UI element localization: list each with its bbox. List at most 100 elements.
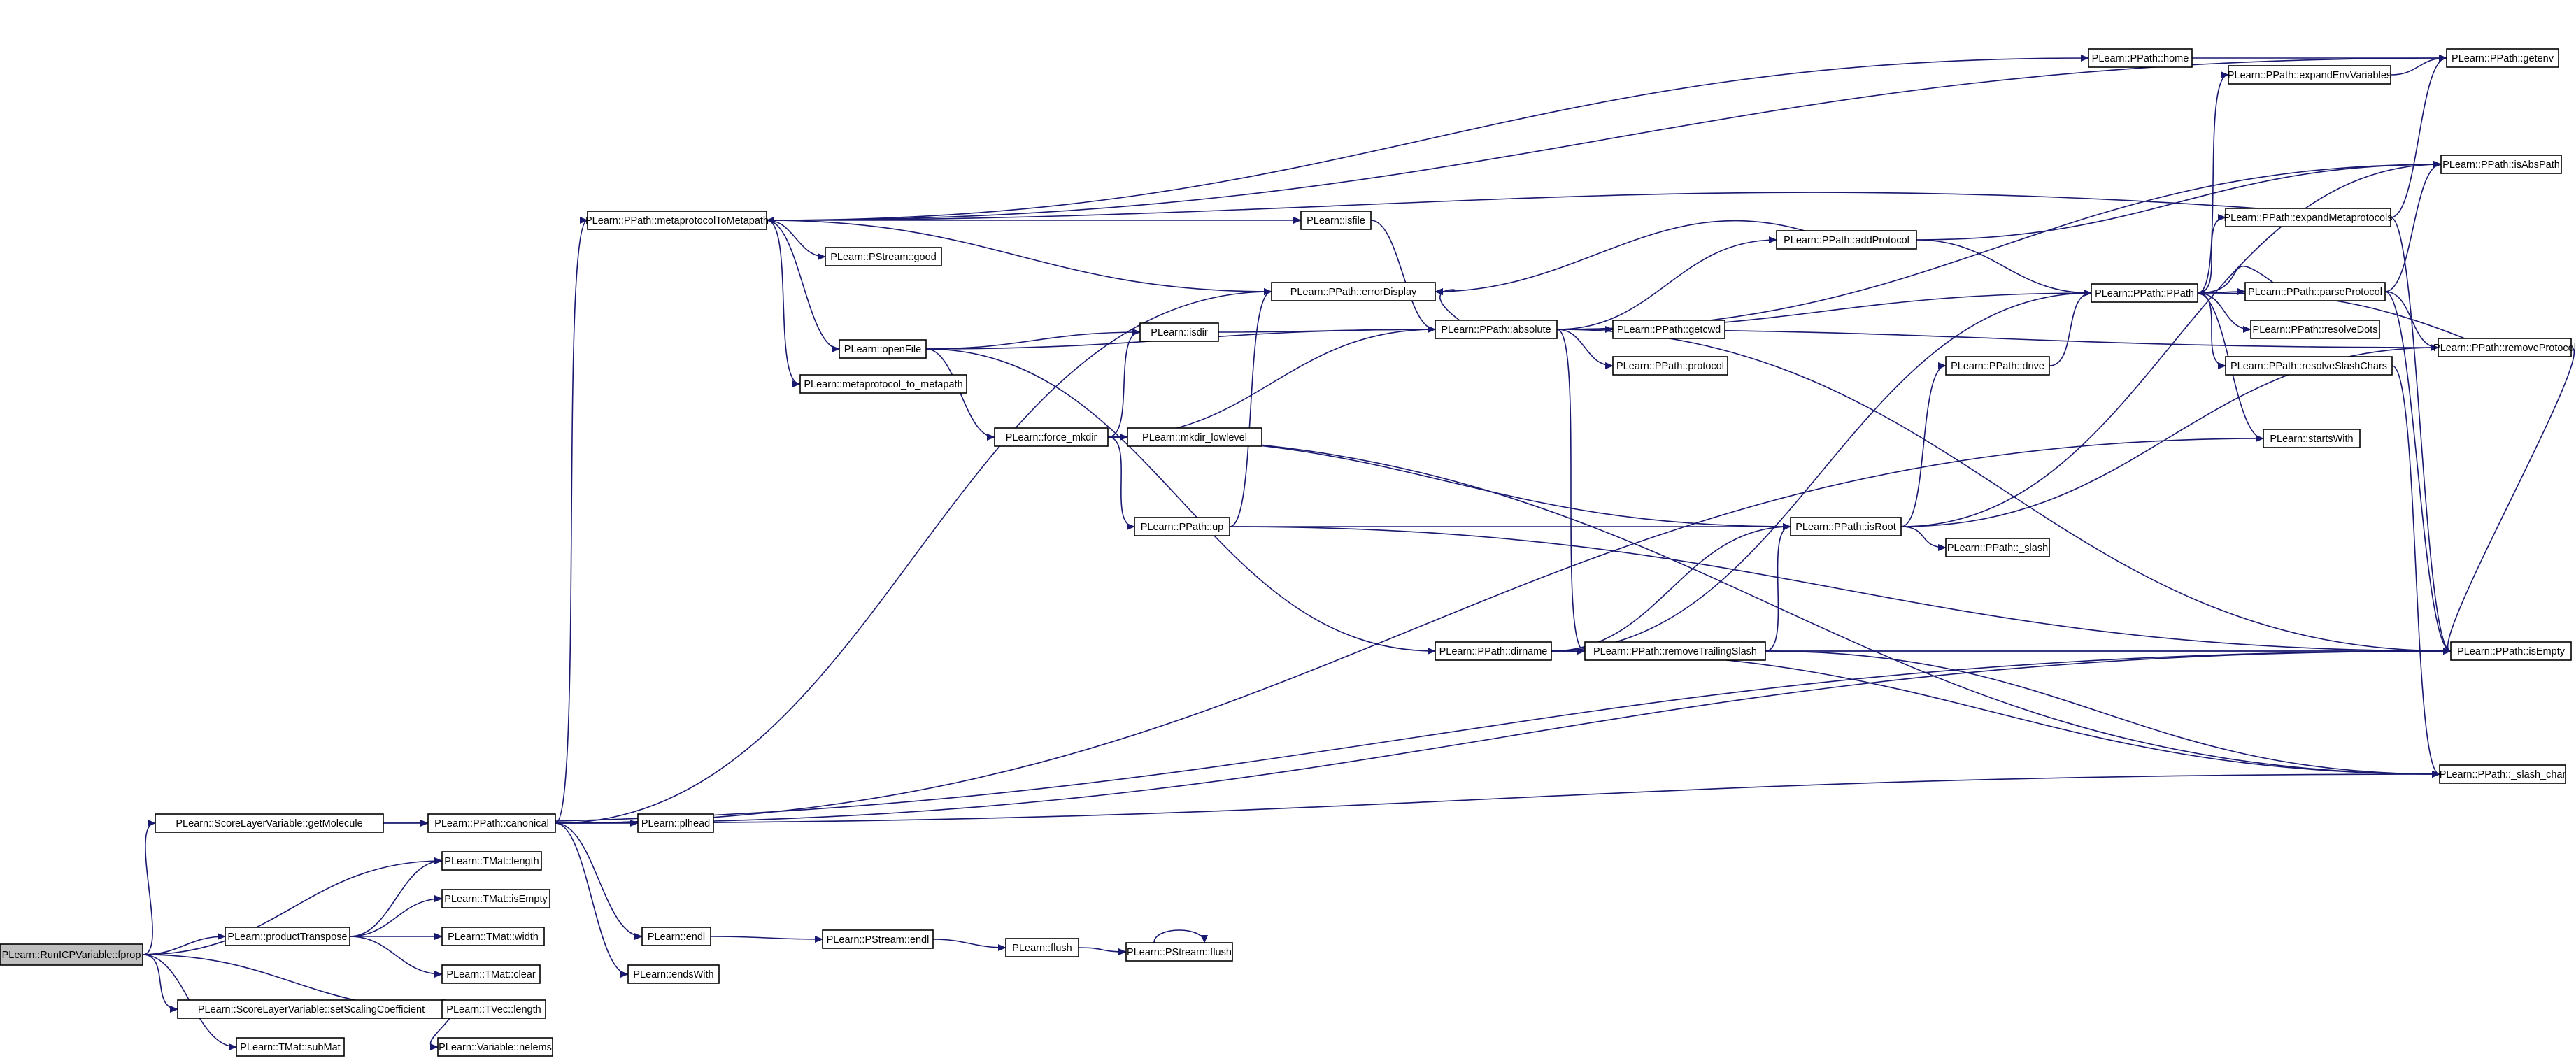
node-box bbox=[1134, 517, 1230, 536]
node-label: PLearn::PPath::addProtocol bbox=[1784, 235, 1909, 246]
node-label: PLearn::RunICPVariable::fprop bbox=[2, 950, 141, 961]
node-getMolecule[interactable]: PLearn::ScoreLayerVariable::getMolecule bbox=[155, 813, 384, 833]
node-box bbox=[637, 813, 714, 833]
edge-drive-to-ppath bbox=[2049, 290, 2092, 366]
edge-expandEnvVariables-to-getenv bbox=[2390, 55, 2447, 76]
edge-parseProtocol-to-ppath bbox=[2197, 265, 2274, 297]
node-home[interactable]: PLearn::PPath::home bbox=[2088, 48, 2193, 68]
node-label: PLearn::PPath::isEmpty bbox=[2457, 646, 2566, 657]
node-box bbox=[627, 964, 720, 984]
edge-canonical-to-endsWith bbox=[555, 822, 629, 978]
node-isRoot[interactable]: PLearn::PPath::isRoot bbox=[1790, 517, 1902, 536]
node-parseProtocol[interactable]: PLearn::PPath::parseProtocol bbox=[2244, 282, 2386, 301]
node-expandMetaprotocols[interactable]: PLearn::PPath::expandMetaprotocols bbox=[2223, 208, 2393, 227]
node-protocol[interactable]: PLearn::PPath::protocol bbox=[1612, 356, 1728, 376]
node-box bbox=[822, 929, 934, 949]
node-resolveDots[interactable]: PLearn::PPath::resolveDots bbox=[2250, 320, 2380, 339]
edge-canonical-to-metaprotocolToMetapath bbox=[555, 217, 588, 824]
edge-up-to-ppath_isEmpty bbox=[1229, 526, 2452, 655]
node-removeProtocol[interactable]: PLearn::PPath::removeProtocol bbox=[2433, 338, 2576, 357]
node-drive[interactable]: PLearn::PPath::drive bbox=[1945, 356, 2050, 376]
node-box bbox=[1584, 641, 1766, 661]
edge-fprop-to-getMolecule bbox=[142, 820, 156, 955]
node-setScalingCoefficient[interactable]: PLearn::ScoreLayerVariable::setScalingCo… bbox=[177, 999, 446, 1019]
node-label: PLearn::ScoreLayerVariable::setScalingCo… bbox=[198, 1004, 425, 1015]
node-box bbox=[2446, 48, 2559, 68]
node-box bbox=[1435, 641, 1552, 661]
node-tmat-isEmpty[interactable]: PLearn::TMat::isEmpty bbox=[441, 889, 550, 908]
node-pstream-good[interactable]: PLearn::PStream::good bbox=[825, 247, 942, 266]
node-metaprotocolToMetapath[interactable]: PLearn::PPath::metaprotocolToMetapath bbox=[585, 211, 769, 230]
node-box bbox=[1945, 356, 2050, 376]
node-addProtocol[interactable]: PLearn::PPath::addProtocol bbox=[1776, 230, 1917, 250]
node-ppath[interactable]: PLearn::PPath::PPath bbox=[2091, 283, 2198, 303]
node-box bbox=[225, 927, 350, 946]
node-getenv[interactable]: PLearn::PPath::getenv bbox=[2446, 48, 2559, 68]
node-label: PLearn::force_mkdir bbox=[1006, 432, 1097, 443]
node-label: PLearn::PPath::isAbsPath bbox=[2442, 159, 2560, 171]
node-endl[interactable]: PLearn::endl bbox=[641, 927, 711, 946]
node-flush[interactable]: PLearn::flush bbox=[1005, 938, 1079, 957]
node-label: PLearn::PPath::up bbox=[1141, 522, 1224, 533]
edge-openFile-to-isdir bbox=[925, 329, 1141, 350]
node-label: PLearn::PPath::expandMetaprotocols bbox=[2223, 213, 2392, 224]
edge-absolute-to-errorDisplay bbox=[1435, 287, 1460, 321]
node-isdir[interactable]: PLearn::isdir bbox=[1139, 322, 1219, 342]
node-mkdir-lowlevel[interactable]: PLearn::mkdir_lowlevel bbox=[1127, 427, 1262, 447]
node-productTranspose[interactable]: PLearn::productTranspose bbox=[225, 927, 350, 946]
node-endsWith[interactable]: PLearn::endsWith bbox=[627, 964, 720, 984]
edge-productTranspose-to-tmat_clear bbox=[349, 936, 443, 978]
node-label: PLearn::isdir bbox=[1151, 327, 1208, 338]
node-slash-char[interactable]: PLearn::PPath::_slash_char bbox=[2439, 764, 2566, 784]
node-box bbox=[1435, 320, 1558, 339]
node-box bbox=[1612, 320, 1725, 339]
node-subMat[interactable]: PLearn::TMat::subMat bbox=[236, 1037, 345, 1057]
node-label: PLearn::TMat::isEmpty bbox=[444, 894, 548, 905]
node-startsWith[interactable]: PLearn::startsWith bbox=[2263, 429, 2361, 448]
node-errorDisplay[interactable]: PLearn::PPath::errorDisplay bbox=[1271, 282, 1436, 301]
node-pstream-endl[interactable]: PLearn::PStream::endl bbox=[822, 929, 934, 949]
node-label: PLearn::PPath::PPath bbox=[2095, 288, 2194, 299]
node-tmat-length[interactable]: PLearn::TMat::length bbox=[441, 851, 542, 871]
node-resolveSlashChars[interactable]: PLearn::PPath::resolveSlashChars bbox=[2225, 356, 2393, 376]
node-up[interactable]: PLearn::PPath::up bbox=[1134, 517, 1230, 536]
edge-addProtocol-to-isAbsPath bbox=[1916, 161, 2442, 241]
node-dirname[interactable]: PLearn::PPath::dirname bbox=[1435, 641, 1552, 661]
node-force-mkdir[interactable]: PLearn::force_mkdir bbox=[994, 427, 1109, 447]
node-tmat-width[interactable]: PLearn::TMat::width bbox=[441, 927, 545, 946]
node-isfile[interactable]: PLearn::isfile bbox=[1300, 211, 1372, 230]
edge-pstream_flush-to-pstream_flush bbox=[1153, 929, 1208, 943]
edge-canonical-to-ppath_isEmpty bbox=[555, 648, 2452, 824]
node-tvec-length[interactable]: PLearn::TVec::length bbox=[441, 999, 546, 1019]
node-box bbox=[1005, 938, 1079, 957]
node-absolute[interactable]: PLearn::PPath::absolute bbox=[1435, 320, 1558, 339]
node-openFile[interactable]: PLearn::openFile bbox=[839, 339, 927, 359]
edge-metaprotocolToMetapath-to-home bbox=[766, 55, 2089, 221]
node-box bbox=[1945, 538, 2050, 557]
node-removeTrailingSlash[interactable]: PLearn::PPath::removeTrailingSlash bbox=[1584, 641, 1766, 661]
node-pstream-flush[interactable]: PLearn::PStream::flush bbox=[1125, 942, 1233, 962]
node-label: PLearn::productTranspose bbox=[227, 932, 347, 943]
node-box bbox=[587, 211, 767, 230]
node-tmat-clear[interactable]: PLearn::TMat::clear bbox=[441, 964, 541, 984]
node-box bbox=[427, 813, 556, 833]
node--slash[interactable]: PLearn::PPath::_slash bbox=[1945, 538, 2050, 557]
node-box bbox=[2091, 283, 2198, 303]
node-box bbox=[2250, 320, 2380, 339]
node-plhead[interactable]: PLearn::plhead bbox=[637, 813, 714, 833]
node-label: PLearn::PPath::expandEnvVariables bbox=[2228, 70, 2391, 81]
edge-fprop-to-setScalingCoefficient bbox=[142, 954, 178, 1013]
node-canonical[interactable]: PLearn::PPath::canonical bbox=[427, 813, 556, 833]
node-label: PLearn::Variable::nelems bbox=[439, 1042, 552, 1053]
node-nelems[interactable]: PLearn::Variable::nelems bbox=[437, 1037, 553, 1057]
edge-ppath-to-resolveDots bbox=[2197, 292, 2251, 333]
node-box bbox=[2225, 208, 2391, 227]
node-label: PLearn::PPath::metaprotocolToMetapath bbox=[585, 215, 769, 227]
node-metaprotocol-to-metapath[interactable]: PLearn::metaprotocol_to_metapath bbox=[799, 374, 967, 394]
node-ppath-isEmpty[interactable]: PLearn::PPath::isEmpty bbox=[2450, 641, 2572, 661]
node-isAbsPath[interactable]: PLearn::PPath::isAbsPath bbox=[2440, 155, 2562, 174]
node-box bbox=[236, 1037, 345, 1057]
node-getcwd[interactable]: PLearn::PPath::getcwd bbox=[1612, 320, 1725, 339]
node-expandEnvVariables[interactable]: PLearn::PPath::expandEnvVariables bbox=[2228, 65, 2391, 85]
